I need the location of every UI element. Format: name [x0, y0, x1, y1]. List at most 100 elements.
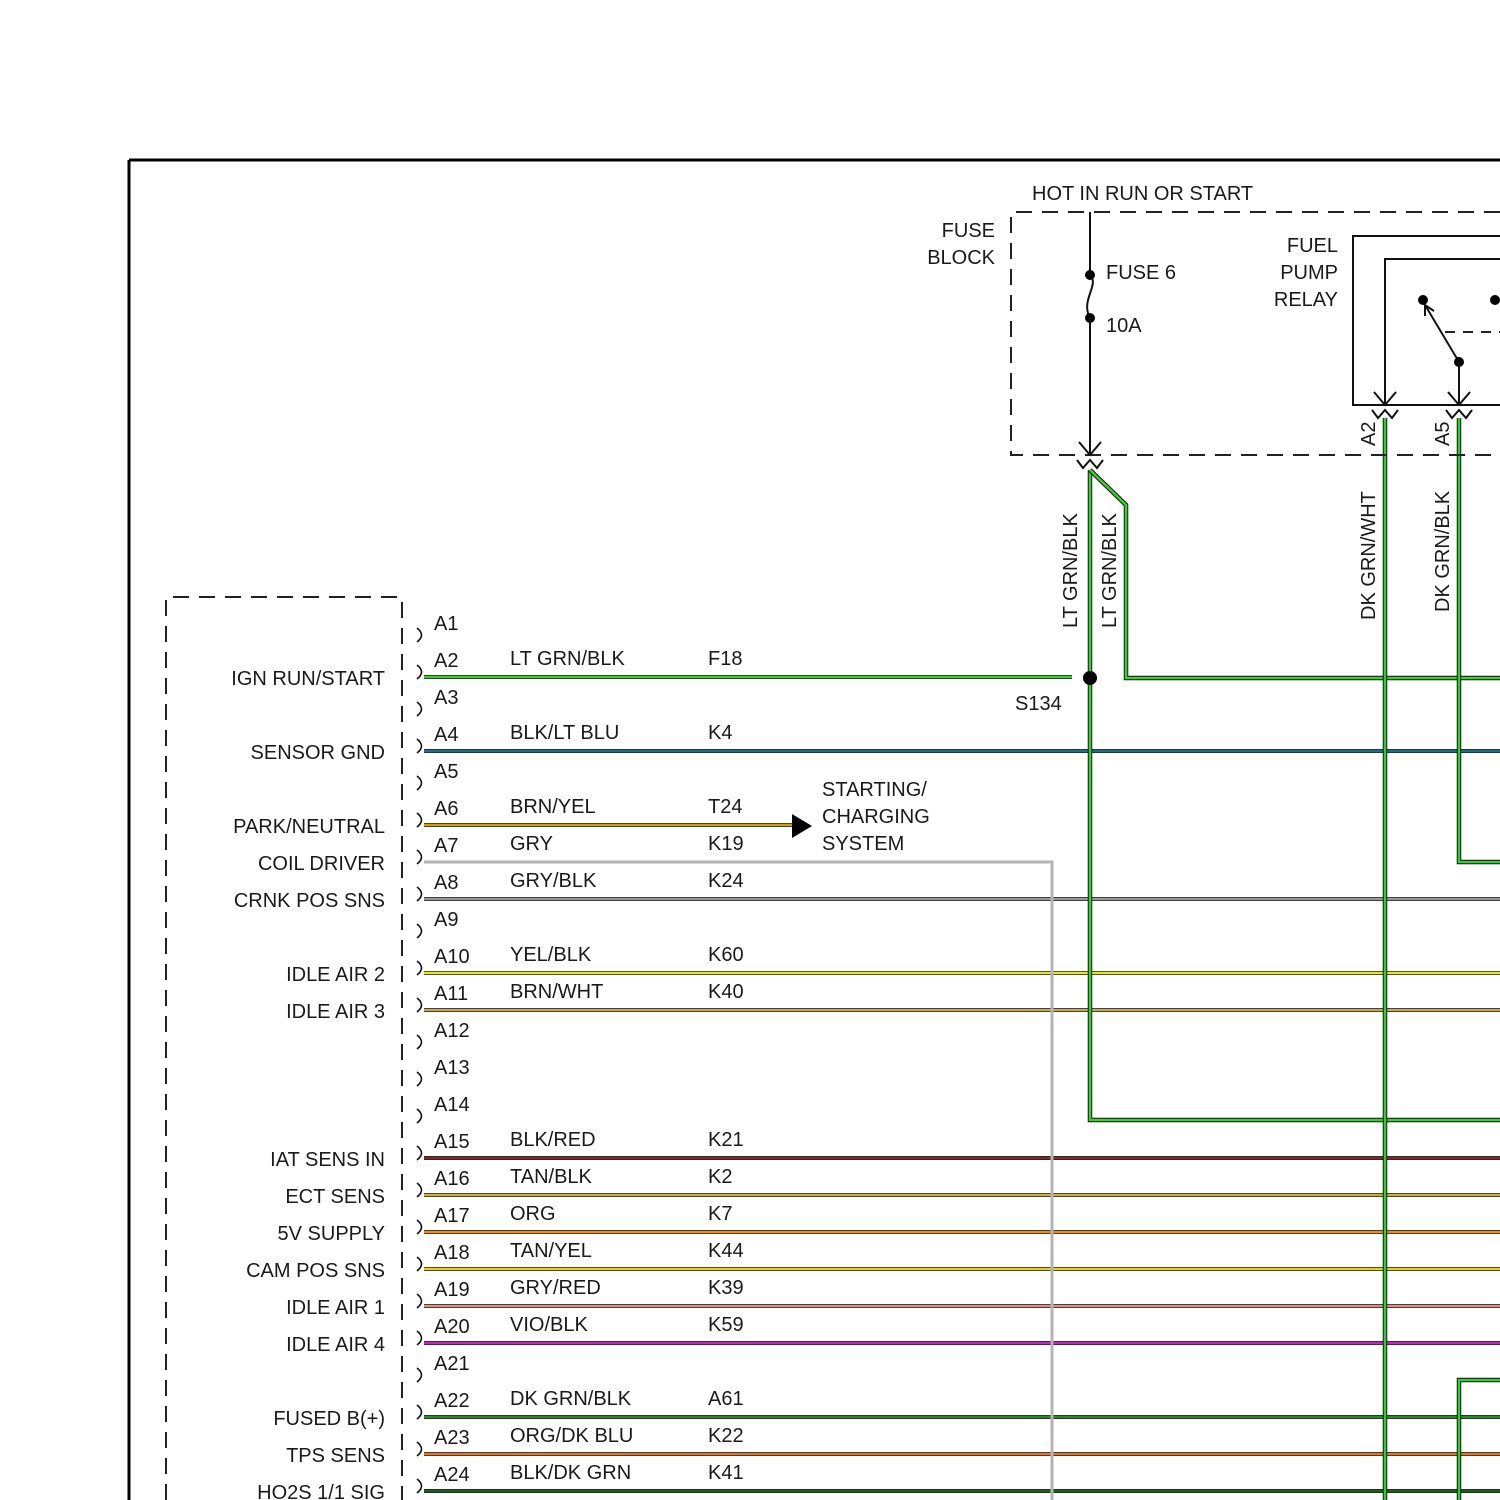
pin-id: A12 — [434, 1020, 470, 1042]
pin-id: A10 — [434, 946, 470, 968]
circuit-number-label: K60 — [708, 944, 744, 966]
wire-color-label: GRY — [510, 833, 553, 855]
label-relay-a2-wire: DK GRN/WHT — [1358, 491, 1380, 620]
pin-function-label: HO2S 1/1 SIG — [257, 1482, 385, 1500]
pin-function-label: IDLE AIR 1 — [286, 1297, 385, 1319]
pin-a21: A21 — [417, 1353, 470, 1382]
pin-cavity-mark — [417, 998, 422, 1012]
wire-color-label: BLK/RED — [510, 1129, 596, 1151]
pin-id: A2 — [434, 650, 458, 672]
circuit-number-label: K19 — [708, 833, 744, 855]
connector-box — [166, 597, 402, 1500]
wire-color-label: GRY/BLK — [510, 870, 597, 892]
pin-id: A4 — [434, 724, 458, 746]
label-fuse-out-2: LT GRN/BLK — [1099, 512, 1121, 628]
pin-function-label: SENSOR GND — [251, 742, 385, 764]
wire-color-label: ORG — [510, 1203, 556, 1225]
pin-id: A6 — [434, 798, 458, 820]
pin-id: A14 — [434, 1094, 470, 1116]
pin-function-label: FUSED B(+) — [273, 1408, 385, 1430]
fuse-rating: 10A — [1106, 315, 1142, 337]
pin-a19: A19IDLE AIR 1GRY/REDK39 — [286, 1277, 744, 1319]
wire-color-label: BLK/LT BLU — [510, 722, 619, 744]
pin-function-label: PARK/NEUTRAL — [233, 816, 385, 838]
pin-cavity-mark — [417, 813, 422, 827]
fuel-pump-relay: FUEL PUMP RELAY A2 A5 — [1274, 235, 1500, 446]
pin-function-label: IDLE AIR 4 — [286, 1334, 385, 1356]
label-fuse-out-1: LT GRN/BLK — [1060, 512, 1082, 628]
wire-color-label: TAN/BLK — [510, 1166, 593, 1188]
pin-cavity-mark — [417, 1294, 422, 1308]
pin-function-label: IGN RUN/START — [231, 668, 385, 690]
pin-a13: A13 — [417, 1057, 470, 1086]
pin-function-label: IDLE AIR 2 — [286, 964, 385, 986]
circuit-number-label: K39 — [708, 1277, 744, 1299]
pin-id: A16 — [434, 1168, 470, 1190]
pin-function-label: COIL DRIVER — [258, 853, 385, 875]
pin-a20: A20IDLE AIR 4 VIO/BLK K59 — [286, 1314, 744, 1356]
starting-label-2: CHARGING — [822, 806, 930, 828]
pin-function-label: CRNK POS SNS — [234, 890, 385, 912]
fuse-symbol — [1087, 275, 1093, 318]
circuit-number-label: A61 — [708, 1388, 744, 1410]
wire-color-label: BLK/DK GRN — [510, 1462, 631, 1484]
fuse-name: FUSE 6 — [1106, 262, 1176, 284]
pin-id: A17 — [434, 1205, 470, 1227]
circuit-number-label: K40 — [708, 981, 744, 1003]
pin-id: A20 — [434, 1316, 470, 1338]
fuse-block-label-2: BLOCK — [927, 247, 995, 269]
pin-id: A11 — [434, 983, 468, 1005]
circuit-number-label: K44 — [708, 1240, 744, 1262]
splice-label: S134 — [1015, 693, 1062, 715]
pin-cavity-mark — [417, 628, 422, 642]
pin-a17: A175V SUPPLYORGK7 — [278, 1203, 733, 1245]
pin-id: A15 — [434, 1131, 470, 1153]
pin-a14: A14 — [417, 1094, 470, 1123]
circuit-number-label: T24 — [708, 796, 742, 818]
pin-cavity-mark — [417, 1479, 422, 1493]
wire-color-label: BRN/WHT — [510, 981, 603, 1003]
pin-id: A22 — [434, 1390, 470, 1412]
relay-pin-a5: A5 — [1432, 422, 1454, 446]
pin-function-label: 5V SUPPLY — [278, 1223, 385, 1245]
pin-cavity-mark — [417, 665, 422, 679]
pin-id: A3 — [434, 687, 458, 709]
pin-id: A7 — [434, 835, 458, 857]
pin-cavity-mark — [417, 1220, 422, 1234]
pin-cavity-mark — [417, 1368, 422, 1382]
pin-cavity-mark — [417, 850, 422, 864]
wire-color-label: TAN/YEL — [510, 1240, 592, 1262]
wire-relay-a5 — [1459, 418, 1500, 862]
pin-function-label: IDLE AIR 3 — [286, 1001, 385, 1023]
pin-cavity-mark — [417, 1183, 422, 1197]
pin-id: A8 — [434, 872, 458, 894]
circuit-number-label: K59 — [708, 1314, 744, 1336]
pin-a7: A7COIL DRIVER GRY K19 — [258, 833, 744, 875]
wire-color-label: YEL/BLK — [510, 944, 592, 966]
wire-color-label: BRN/YEL — [510, 796, 596, 818]
pin-cavity-mark — [417, 1331, 422, 1345]
pin-id: A13 — [434, 1057, 470, 1079]
circuit-number-label: K24 — [708, 870, 744, 892]
pin-a6: A6PARK/NEUTRAL BRN/YEL T24 — [233, 796, 742, 838]
fuse-block-label-1: FUSE — [942, 220, 995, 242]
pin-cavity-mark — [417, 924, 422, 938]
pin-cavity-mark — [417, 887, 422, 901]
pin-cavity-mark — [417, 739, 422, 753]
pin-function-label: TPS SENS — [286, 1445, 385, 1467]
pin-function-label: CAM POS SNS — [246, 1260, 385, 1282]
pin-cavity-mark — [417, 1146, 422, 1160]
wire-color-label: VIO/BLK — [510, 1314, 588, 1336]
relay-label-2: PUMP — [1280, 262, 1338, 284]
pin-a9: A9 — [417, 909, 458, 938]
pin-cavity-mark — [417, 1442, 422, 1456]
pin-cavity-mark — [417, 776, 422, 790]
circuit-number-label: K2 — [708, 1166, 732, 1188]
